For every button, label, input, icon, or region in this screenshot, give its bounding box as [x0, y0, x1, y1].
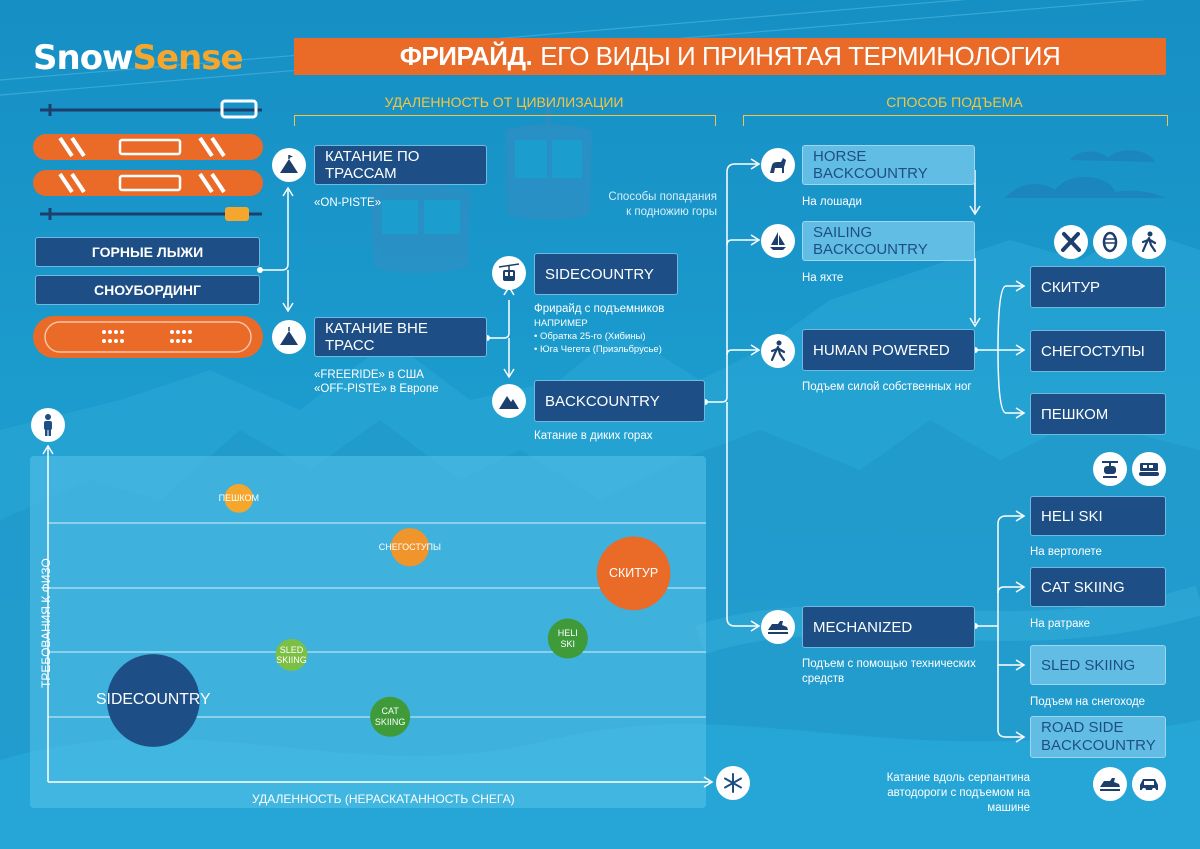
access-note-line1: Способы попадания [608, 191, 717, 203]
chart-ylabel: ТРЕБОВАНИЯ К ФИЗО [39, 558, 53, 688]
off-piste-sub1: «FREERIDE» в США [314, 369, 424, 381]
backcountry-box[interactable]: BACKCOUNTRY [534, 380, 705, 422]
access-note-line2: к подножию горы [626, 206, 717, 218]
section-civilization: УДАЛЕННОСТЬ ОТ ЦИВИЛИЗАЦИИ [384, 94, 624, 110]
car-icon [1132, 767, 1166, 801]
brand-part1: Snow [33, 38, 133, 78]
heli-ski-box[interactable]: HELI SKI [1030, 496, 1166, 536]
sailing-backcountry-box[interactable]: SAILING BACKCOUNTRY [802, 221, 975, 261]
section-ascent-bracket [743, 115, 1168, 126]
horse-backcountry-box[interactable]: HORSE BACKCOUNTRY [802, 145, 975, 185]
sled-sub: Подъем на снегоходе [1030, 696, 1146, 708]
bubble-label-3: HELI SKI [557, 628, 578, 649]
sidecountry-example2: • Юга Чегета (Приэльбрусье) [534, 344, 662, 355]
backcountry-sub: Катание в диких горах [534, 430, 653, 442]
bubble-label-6: CAT SKIING [374, 706, 406, 727]
chart-xlabel: УДАЛЕННОСТЬ (НЕРАСКАТАННОСТЬ СНЕГА) [252, 792, 515, 806]
brand-logo: SnowSense [33, 38, 244, 78]
snowmobile-icon [761, 610, 795, 644]
road-side-sub1: Катание вдоль серпантина [886, 772, 1030, 784]
sailboat-icon [761, 224, 795, 258]
bubble-label-0: ПЕШКОМ [218, 493, 259, 504]
bubble-label-1: СНЕГОСТУПЫ [378, 542, 441, 553]
snowboard-button[interactable]: СНОУБОРДИНГ [35, 275, 260, 305]
mechanized-box[interactable]: MECHANIZED [802, 606, 975, 648]
bubble-3 [547, 618, 588, 659]
bubble-label-5: SIDECOUNTRY [96, 691, 211, 709]
cat-sub: На ратраке [1030, 618, 1091, 630]
road-side-sub2: автодороги с подъемом на машине [887, 787, 1030, 814]
road-side-line1: ROAD SIDE [1041, 719, 1124, 736]
road-side-box[interactable]: ROAD SIDE BACKCOUNTRY [1030, 716, 1166, 758]
bubble-6 [370, 696, 411, 737]
bubble-label-4: SLED SKIING [276, 644, 307, 665]
person-icon [31, 408, 65, 442]
on-piste-sub: «ON-PISTE» [314, 197, 382, 209]
sidecountry-example1: • Обратка 25-го (Хибины) [534, 331, 646, 342]
horse-sub: На лошади [802, 196, 862, 208]
mechanized-sub2: средств [802, 673, 845, 685]
bubble-1 [390, 528, 430, 567]
cat-skiing-box[interactable]: CAT SKIING [1030, 567, 1166, 607]
page-title: ФРИРАЙД. ЕГО ВИДЫ И ПРИНЯТАЯ ТЕРМИНОЛОГИ… [294, 38, 1166, 75]
mountain-flag-icon [272, 148, 306, 182]
brand-part2: Sense [132, 38, 243, 78]
sidecountry-example-title: НАПРИМЕР [534, 318, 588, 329]
crossed-skis-icon [1054, 225, 1088, 259]
wild-mountain-icon [492, 384, 526, 418]
snowmobile-small-icon [1093, 767, 1127, 801]
mechanized-sub1: Подъем с помощью технических [802, 658, 976, 670]
walk-box[interactable]: ПЕШКОМ [1030, 393, 1166, 435]
bubble-0 [224, 483, 254, 513]
human-sub: Подъем силой собственных ног [802, 381, 972, 393]
bubble-5 [106, 654, 200, 747]
cable-car-icon [492, 256, 526, 290]
off-piste-sub2: «OFF-PISTE» в Европе [314, 383, 439, 395]
sled-skiing-box[interactable]: SLED SKIING [1030, 645, 1166, 685]
section-civilization-bracket [294, 115, 716, 126]
road-side-line2: BACKCOUNTRY [1041, 737, 1156, 754]
snowcat-icon [1132, 452, 1166, 486]
horse-icon [761, 148, 795, 182]
bubble-2 [596, 536, 671, 611]
section-ascent: СПОСОБ ПОДЪЕМА [886, 94, 1023, 110]
ski-button[interactable]: ГОРНЫЕ ЛЫЖИ [35, 237, 260, 267]
snowflake-icon [716, 766, 750, 800]
sidecountry-sub: Фрирайд с подъемников [534, 303, 665, 315]
hiker-icon [761, 334, 795, 368]
snowshoe-icon [1093, 225, 1127, 259]
heli-sub: На вертолете [1030, 546, 1102, 558]
title-bold: ФРИРАЙД. [399, 41, 533, 71]
bubble-4 [275, 638, 308, 671]
walker-icon [1132, 225, 1166, 259]
human-powered-box[interactable]: HUMAN POWERED [802, 329, 975, 371]
sidecountry-box[interactable]: SIDECOUNTRY [534, 253, 678, 295]
helicopter-icon [1093, 452, 1127, 486]
snowshoes-box[interactable]: СНЕГОСТУПЫ [1030, 330, 1166, 372]
off-piste-box[interactable]: КАТАНИЕ ВНЕ ТРАСС [314, 317, 487, 357]
mountain-icon [272, 320, 306, 354]
bubble-label-2: СКИТУР [609, 566, 659, 581]
title-rest: ЕГО ВИДЫ И ПРИНЯТАЯ ТЕРМИНОЛОГИЯ [540, 41, 1061, 71]
sailing-sub: На яхте [802, 272, 844, 284]
skitour-box[interactable]: СКИТУР [1030, 266, 1166, 308]
on-piste-box[interactable]: КАТАНИЕ ПО ТРАССАМ [314, 145, 487, 185]
